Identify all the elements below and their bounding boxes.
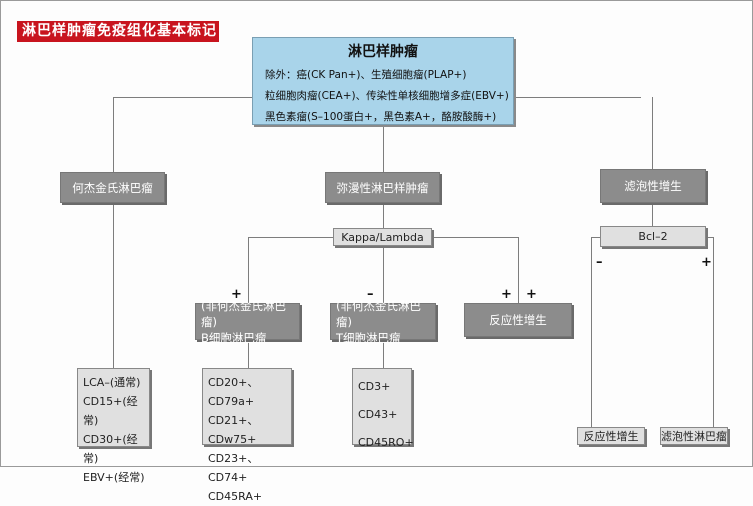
hodgkin-markers: LCA–(通常) CD15+(经常) CD30+(经常) EBV+(经常): [77, 368, 150, 484]
connector: [514, 97, 641, 98]
marker: CD30+(经常): [83, 433, 138, 465]
node-b-cell-line1: (非何杰金氏淋巴瘤): [201, 298, 286, 329]
sign-plus: +: [231, 287, 242, 302]
node-hodgkin: 何杰金氏淋巴瘤: [60, 172, 165, 203]
connector: [591, 237, 592, 427]
root-line: 除外：癌(CK Pan+)、生殖细胞瘤(PLAP+): [265, 69, 467, 81]
root-node: 淋巴样肿瘤 除外：癌(CK Pan+)、生殖细胞瘤(PLAP+) 粒细胞肉瘤(C…: [252, 37, 514, 125]
node-b-cell: (非何杰金氏淋巴瘤) B细胞淋巴瘤: [195, 299, 300, 345]
node-t-cell-line2: T细胞淋巴瘤: [336, 330, 401, 345]
node-follicular: 滤泡性增生: [600, 169, 706, 203]
connector: [113, 97, 252, 98]
sign-minus: –: [367, 287, 374, 302]
marker: EBV+(经常): [83, 471, 145, 484]
node-t-cell: (非何杰金氏淋巴瘤) T细胞淋巴瘤: [330, 299, 436, 345]
sign-plus: +: [526, 287, 537, 302]
node-bcl2: Bcl–2: [600, 226, 706, 247]
marker: CD20+、CD79a+: [208, 376, 259, 408]
sign-plus: +: [701, 255, 712, 270]
node-bcl-negative: 反应性增生: [577, 427, 645, 445]
node-b-cell-line2: B细胞淋巴瘤: [201, 330, 267, 345]
t-cell-markers: CD3+ CD43+ CD45RO+: [352, 368, 414, 449]
diagram-title: 淋巴样肿瘤免疫组化基本标记: [17, 21, 219, 42]
marker: CD3+: [358, 380, 391, 393]
connector: [518, 237, 519, 303]
root-line: 粒细胞肉瘤(CEA+)、传染性单核细胞增多症(EBV+): [265, 90, 509, 102]
sign-minus: –: [596, 255, 603, 270]
connector: [248, 237, 249, 368]
root-heading: 淋巴样肿瘤: [348, 44, 418, 60]
marker: CD21+、CDw75+: [208, 414, 259, 446]
connector: [652, 97, 653, 227]
node-diffuse: 弥漫性淋巴样肿瘤: [325, 172, 440, 203]
b-cell-markers: CD20+、CD79a+ CD21+、CDw75+ CD23+、CD74+ CD…: [202, 368, 292, 503]
connector: [113, 97, 114, 368]
node-bcl-positive: 滤泡性淋巴瘤: [660, 427, 728, 445]
node-reactive: 反应性增生: [464, 303, 572, 337]
marker: CD23+、CD74+: [208, 452, 259, 484]
node-t-cell-line1: (非何杰金氏淋巴瘤): [336, 298, 421, 329]
connector: [713, 237, 714, 427]
marker: CD45RA+: [208, 490, 263, 503]
marker: CD15+(经常): [83, 395, 138, 427]
marker: CD43+: [358, 408, 398, 421]
marker: CD45RO+: [358, 436, 414, 449]
root-line: 黑色素瘤(S–100蛋白+，黑色素A+，酪胺酸酶+): [265, 111, 497, 123]
connector: [591, 237, 601, 238]
marker: LCA–(通常): [83, 376, 141, 389]
sign-plus: +: [501, 287, 512, 302]
node-kappa-lambda: Kappa/Lambda: [333, 228, 432, 246]
connector: [705, 237, 714, 238]
